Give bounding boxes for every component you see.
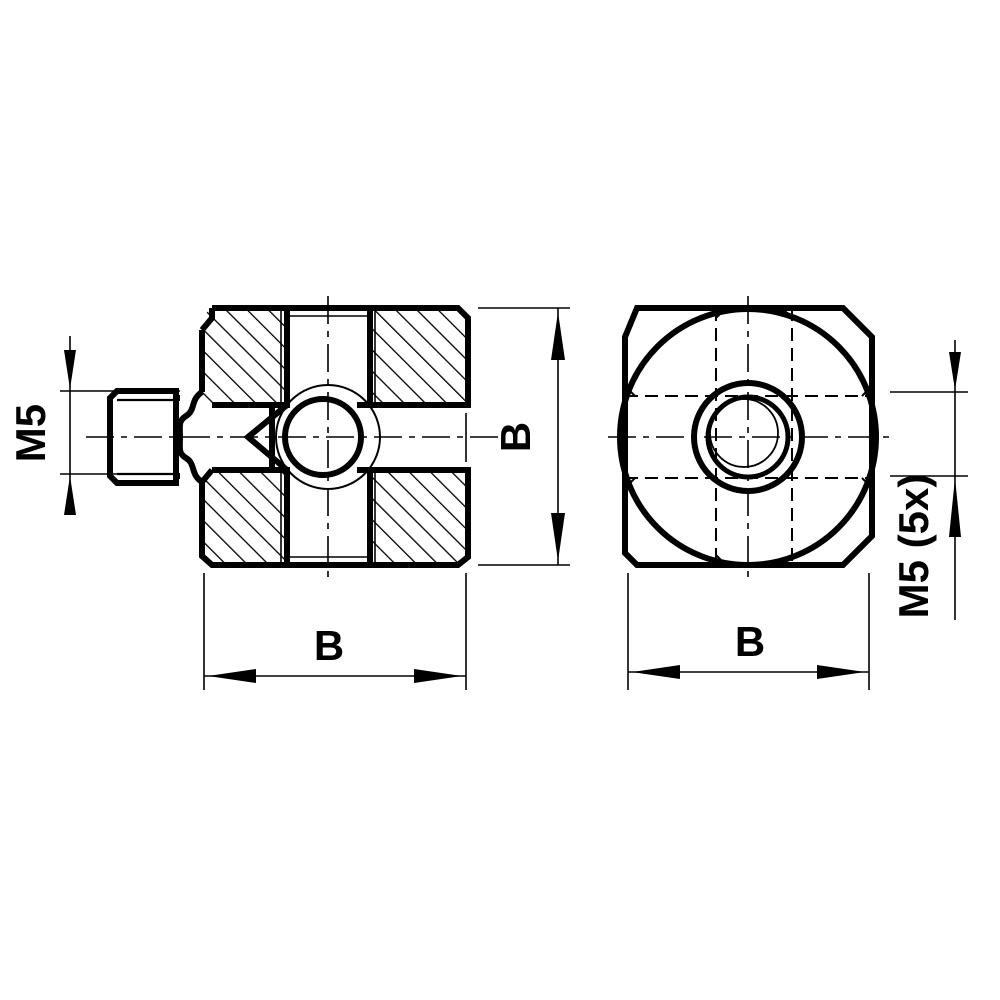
section-view	[86, 296, 500, 580]
horizontal-bore-right	[357, 402, 468, 473]
dimension-height-section: B	[478, 307, 570, 566]
dimension-label-b-height: B	[492, 422, 539, 452]
dimension-label-b-width-section: B	[314, 622, 344, 669]
dimension-label-m5-5x: M5 (5x)	[890, 474, 937, 619]
dimension-arrow-right	[414, 669, 462, 683]
section-hatching	[200, 308, 468, 565]
section-centerlines	[86, 296, 500, 580]
dimension-arrow-left	[208, 669, 256, 683]
dimension-arrow-up	[551, 312, 565, 360]
dimension-thread-right: M5 (5x)	[890, 340, 968, 620]
dimension-label-m5: M5	[7, 404, 54, 462]
dimension-label-b-width-end: B	[735, 618, 765, 665]
dimension-width-section: B	[203, 573, 467, 690]
dimension-arrow-up	[949, 478, 961, 537]
dimension-arrow-left	[632, 665, 680, 679]
end-view	[608, 296, 890, 582]
dimension-arrow-down	[551, 513, 565, 561]
bore-thin-circle	[709, 398, 779, 468]
dimension-arrow-down	[949, 352, 961, 390]
boss-break-curves	[176, 389, 204, 485]
dimension-arrow-up	[64, 476, 76, 515]
dimension-arrow-right	[817, 665, 865, 679]
dimension-width-end: B	[627, 573, 870, 690]
dimension-arrow-down	[64, 350, 76, 389]
dimension-thread-left: M5	[7, 336, 180, 515]
